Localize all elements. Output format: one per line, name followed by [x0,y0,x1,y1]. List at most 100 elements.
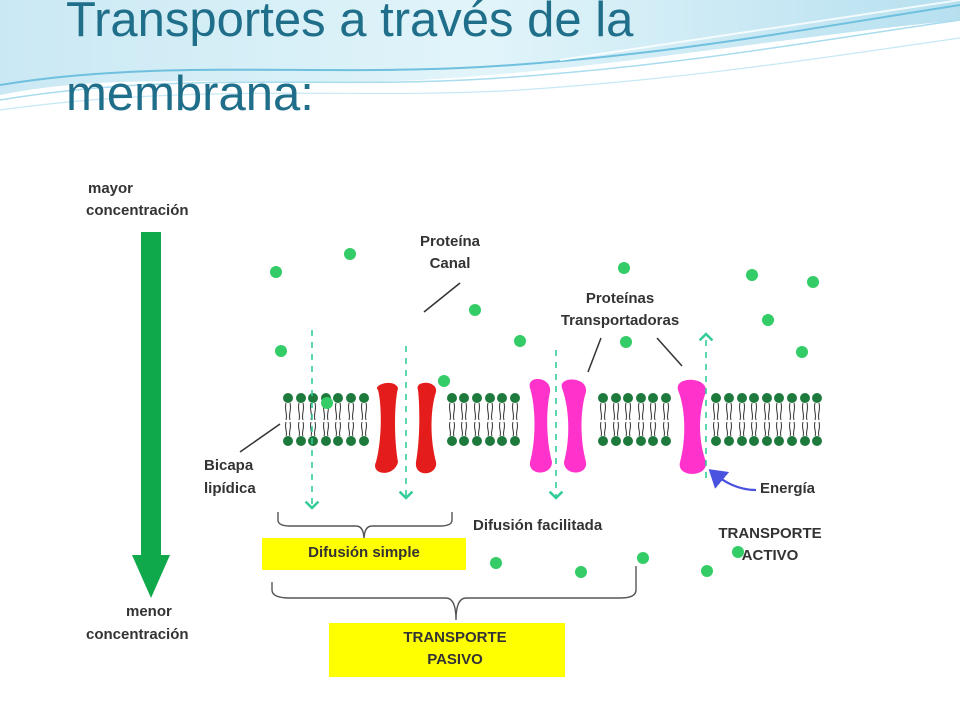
solute-molecule [807,276,819,288]
lipid-tail-top [813,402,821,421]
lipid-head-top [611,393,621,403]
lipid-head-bottom [774,436,784,446]
lipid-tail-top [599,402,607,421]
lipid-head-bottom [510,436,520,446]
lipid-tail-bottom [662,421,670,437]
slide-title-line2: membrana: [66,67,314,121]
lipid-head-bottom [296,436,306,446]
lipid-head-bottom [346,436,356,446]
solute-molecule [514,335,526,347]
solute-molecule [344,248,356,260]
passive-transport-box [329,623,565,677]
lipid-head-top [346,393,356,403]
lipid-tail-bottom [788,421,796,437]
lipid-head-top [762,393,772,403]
lipid-tail-bottom [801,421,809,437]
carrier-pointer-2 [656,337,683,367]
lipid-tail-top [662,402,670,421]
lipid-tail-bottom [763,421,771,437]
lipid-head-top [724,393,734,403]
simple-diffusion-brace [277,512,453,541]
lipid-tail-bottom [750,421,758,437]
lipid-tail-top [284,402,292,421]
gradient-top-line1: mayor [88,180,134,197]
lipid-head-top [485,393,495,403]
lipid-tail-bottom [599,421,607,437]
passive-transport-label-line1: TRANSPORTE [403,629,507,646]
carrier-protein-label-line1: Proteínas [585,290,655,307]
lipid-tail-bottom [725,421,733,437]
lipid-head-bottom [472,436,482,446]
bilayer-label-line1: Bicapa [204,457,254,474]
lipid-head-bottom [648,436,658,446]
solute-molecule [275,345,287,357]
lipid-tail-bottom [297,421,305,437]
lipid-tail-bottom [637,421,645,437]
channel-protein-pointer [423,282,461,313]
lipid-tail-bottom [813,421,821,437]
lipid-tail-top [347,402,355,421]
lipid-head-bottom [800,436,810,446]
lipid-head-top [774,393,784,403]
lipid-head-top [510,393,520,403]
bilayer-label-line2: lipídica [204,480,256,497]
lipid-head-bottom [321,436,331,446]
solute-molecule [701,565,713,577]
lipid-tail-top [649,402,657,421]
lipid-head-top [623,393,633,403]
header-wave-decoration [0,0,960,111]
solute-molecule [637,552,649,564]
lipid-tail-top [775,402,783,421]
lipid-tail-top [297,402,305,421]
lipid-head-top [812,393,822,403]
lipid-head-bottom [787,436,797,446]
lipid-tail-top [309,402,317,421]
solute-molecule [618,262,630,274]
lipid-tail-top [498,402,506,421]
lipid-tail-top [637,402,645,421]
carrier-protein-1a [529,379,552,473]
active-transport-label-line1: TRANSPORTE [718,525,822,542]
carrier-protein-1b [561,379,587,473]
lipid-head-top [737,393,747,403]
lipid-tail-top [801,402,809,421]
active-transport-label-line2: ACTIVO [741,547,799,564]
concentration-arrow-head [132,555,170,598]
energy-label: Energía [760,480,816,497]
channel-protein-label-line1: Proteína [419,233,480,250]
slide-title-line1: Transportes a través de la [66,0,634,47]
carrier-pointer-1 [587,337,602,373]
passive-transport-brace [271,566,637,621]
lipid-head-bottom [611,436,621,446]
lipid-tail-top [712,402,720,421]
lipid-tail-top [612,402,620,421]
lipid-tail-bottom [322,421,330,437]
lipid-head-bottom [598,436,608,446]
lipid-head-top [333,393,343,403]
lipid-tail-bottom [473,421,481,437]
lipid-head-top [447,393,457,403]
lipid-tail-top [750,402,758,421]
bilayer-pointer [239,423,281,453]
lipid-head-top [661,393,671,403]
lipid-tail-top [473,402,481,421]
passive-transport-label-line2: PASIVO [427,651,483,668]
lipid-head-top [459,393,469,403]
gradient-top-line2: concentración [86,202,189,219]
simple-diffusion-label: Difusión simple [308,544,420,561]
lipid-tail-bottom [511,421,519,437]
lipid-tail-bottom [498,421,506,437]
lipid-head-top [283,393,293,403]
solute-molecule [732,546,744,558]
lipid-tail-bottom [649,421,657,437]
lipid-head-top [711,393,721,403]
solute-molecule [746,269,758,281]
solute-molecule [620,336,632,348]
solute-molecule [796,346,808,358]
lipid-tail-bottom [612,421,620,437]
lipid-head-top [308,393,318,403]
lipid-tail-bottom [309,421,317,437]
lipid-tail-top [725,402,733,421]
solute-molecule [321,397,333,409]
lipid-head-bottom [283,436,293,446]
